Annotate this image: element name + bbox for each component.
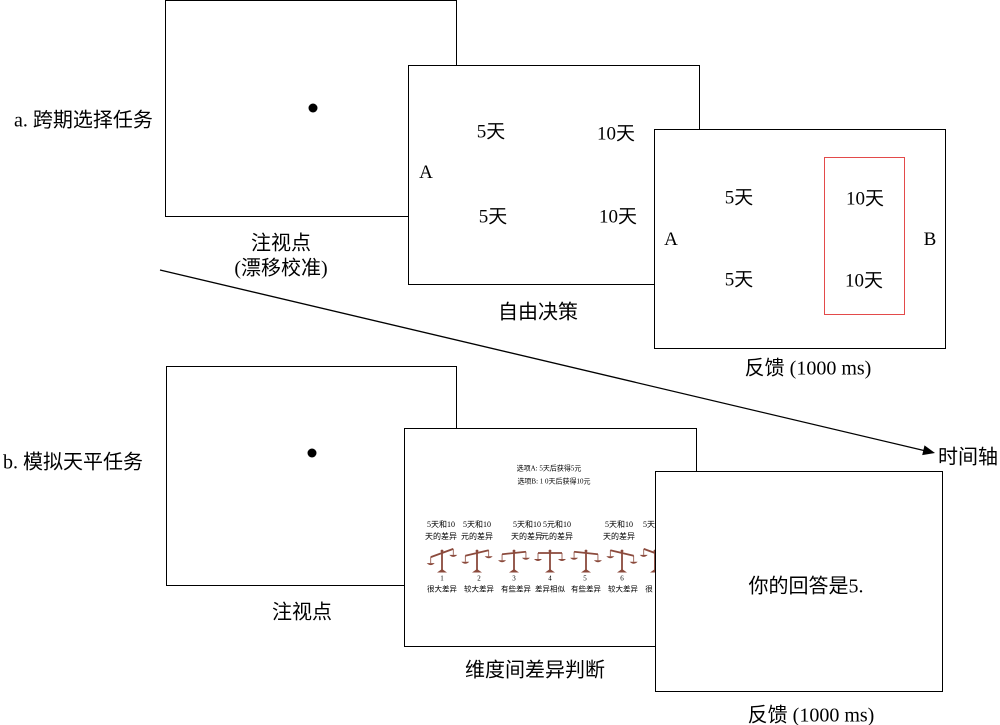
scale-point-number: 2 [477,574,481,583]
fixation-caption-b: 注视点 [272,601,332,624]
scale-point-number: 6 [620,574,624,583]
fixation-dot [308,103,318,113]
option-bottom-right: 10天 [598,206,638,228]
timeline-label: 时间轴 [938,446,998,469]
dimension-label: 5天和10 天的差异 [603,519,635,543]
feedback-caption-b: 反馈 (1000 ms) [747,704,875,725]
scale-point-label: 较大差异 [608,584,638,594]
feedback-screen-a: A B 5天 10天 5天 10天 [654,129,946,349]
fixation-caption-drift: (漂移校准) [234,257,328,280]
dimension-label: 5天和10 天的差异 [425,519,457,543]
option-top-right: 10天 [596,123,636,145]
dimension-label-line: 天的差异 [603,532,635,541]
feedback-caption-a: 反馈 (1000 ms) [744,357,872,380]
balance-scale-icon [570,549,602,573]
option-bottom-left: 5天 [478,206,508,228]
option-a-label: A [664,229,678,250]
balance-scale-icon [534,549,566,573]
decision-caption: 自由决策 [498,301,578,324]
option-bottom-right: 10天 [844,270,884,292]
dimension-label-line: 5天和10 [605,520,633,529]
panel-a-label: a. 跨期选择任务 [14,109,153,132]
option-a-text: 选项A: 5天后获得5元 [516,464,582,473]
balance-scale-icon [426,548,458,573]
scale-point-label: 差异相似 [535,584,565,594]
dimension-label-line: 5天和10 [427,520,455,529]
option-top-right: 10天 [845,188,885,210]
dimension-label-line: 天的差异 [511,532,543,541]
dimension-label-line: 元的差异 [541,532,573,541]
dimension-label-line: 5元和10 [543,520,571,529]
scale-point-label: 很大差异 [427,584,457,594]
judgment-caption: 维度间差异判断 [465,659,605,682]
option-b-text: 选项B: 1 0天后获得10元 [517,477,591,486]
option-b-label: B [923,229,937,250]
dimension-label: 5元和10 元的差异 [541,519,573,543]
dimension-label-line: 天的差异 [425,532,457,541]
feedback-message: 你的回答是5. [748,575,864,598]
dimension-label-line: 5天和10 [513,520,541,529]
scale-point-label: 较大差异 [464,584,494,594]
dimension-label-partial: 5天 [643,520,655,529]
scale-point-label: 有些差异 [571,584,601,594]
option-top-left: 5天 [476,121,506,143]
option-top-left: 5天 [724,187,754,209]
balance-scale-icon [461,549,493,573]
balance-scale-icon [498,549,530,573]
fixation-dot [307,448,317,458]
scale-point-label: 有些差异 [501,584,531,594]
balance-scale-icon [606,549,638,573]
scale-point-number: 3 [512,574,516,583]
scale-point-number: 5 [583,574,587,583]
timeline-arrowhead [922,445,935,456]
option-a-label: A [419,162,433,183]
feedback-screen-b: 你的回答是5. [655,471,943,692]
dimension-label: 5天和10 元的差异 [461,519,493,543]
balance-judgment-screen: 选项A: 5天后获得5元 选项B: 1 0天后获得10元 5天和10 天的差异 … [404,428,697,647]
dimension-label: 5天和10 天的差异 [511,519,543,543]
scale-point-label-partial: 很 [645,584,653,594]
dimension-label-line: 5天和10 [463,520,491,529]
scale-point-number: 1 [440,574,444,583]
scale-point-number: 4 [548,574,552,583]
dimension-label-line: 元的差异 [461,532,493,541]
option-bottom-left: 5天 [724,269,754,291]
fixation-caption: 注视点 [251,232,311,255]
panel-b-label: b. 模拟天平任务 [3,451,143,474]
